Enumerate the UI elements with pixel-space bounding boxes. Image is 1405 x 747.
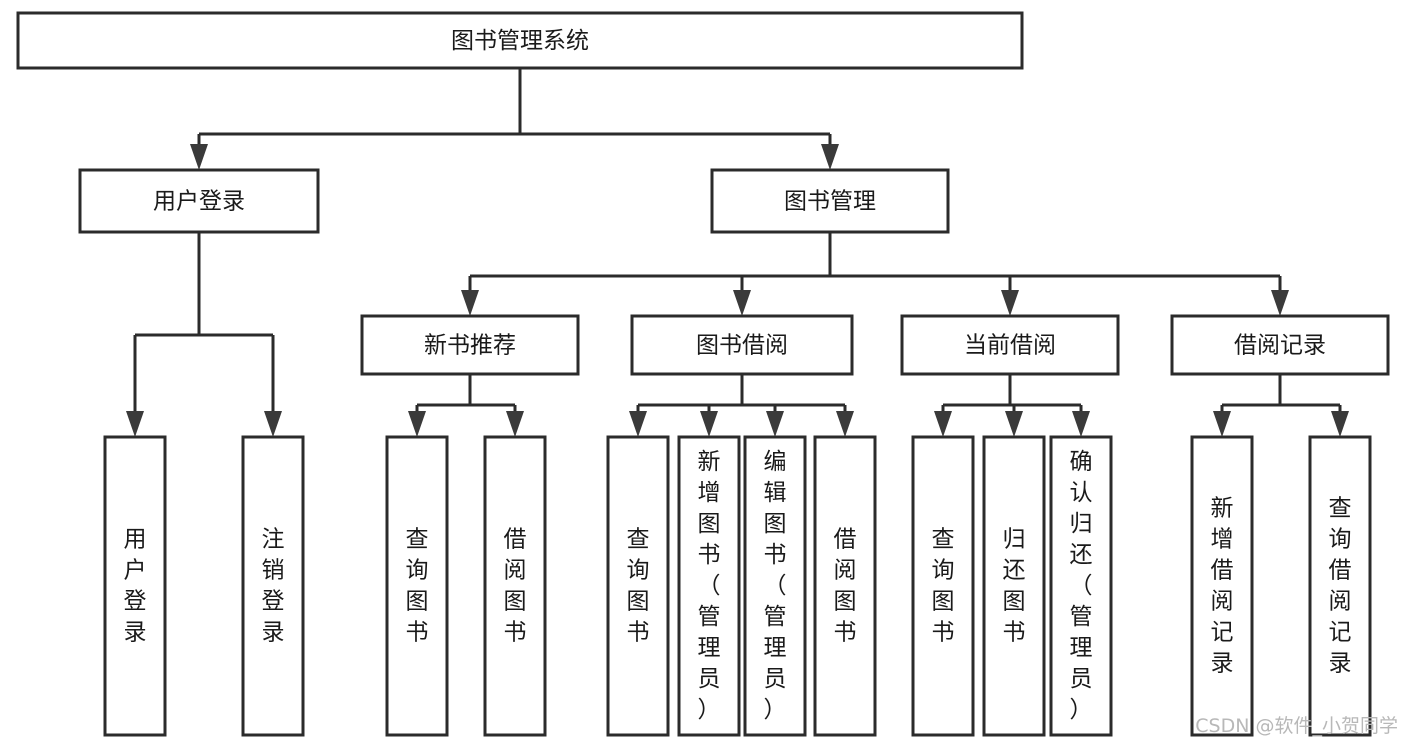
node-label: 查询图书 (627, 526, 650, 645)
node-label: 确认归还（管理员） (1070, 449, 1093, 723)
node-label: 查询图书 (406, 526, 429, 645)
arrow-head-icon (190, 144, 208, 170)
arrow-head-icon (700, 411, 718, 437)
arrow-head-icon (408, 411, 426, 437)
arrow-head-icon (1331, 411, 1349, 437)
node-label: 图书借阅 (696, 333, 788, 359)
node-label: 用户登录 (124, 526, 147, 645)
node-leaf-query-book-borrow[interactable]: 查询图书 (606, 435, 670, 737)
node-box[interactable] (743, 435, 807, 737)
connector-group-current-borrow (934, 374, 1090, 437)
node-leaf-edit-book-admin[interactable]: 编辑图书（管理员） (743, 435, 807, 737)
node-label: 图书管理 (784, 189, 876, 215)
node-label: 新增借阅记录 (1211, 495, 1234, 676)
node-label: 图书管理系统 (451, 28, 589, 54)
node-box[interactable] (710, 168, 950, 234)
node-box[interactable] (103, 435, 167, 737)
node-leaf-add-borrow-record[interactable]: 新增借阅记录 (1190, 435, 1254, 737)
arrow-head-icon (836, 411, 854, 437)
node-box[interactable] (385, 435, 449, 737)
node-label: 当前借阅 (964, 333, 1056, 359)
node-current-borrow[interactable]: 当前借阅 (900, 314, 1120, 376)
node-box[interactable] (813, 435, 877, 737)
node-root[interactable]: 图书管理系统 (16, 11, 1024, 70)
arrow-head-icon (1213, 411, 1231, 437)
node-label: 用户登录 (153, 189, 245, 215)
node-label: 新增图书（管理员） (698, 449, 721, 723)
arrow-head-icon (126, 411, 144, 437)
node-box[interactable] (1308, 435, 1372, 737)
arrow-head-icon (1271, 290, 1289, 316)
arrow-head-icon (1072, 411, 1090, 437)
node-label: 查询图书 (932, 526, 955, 645)
node-book-manage[interactable]: 图书管理 (710, 168, 950, 234)
node-leaf-confirm-return-admin[interactable]: 确认归还（管理员） (1049, 435, 1113, 737)
arrow-head-icon (766, 411, 784, 437)
node-leaf-borrow-book-recommend[interactable]: 借阅图书 (483, 435, 547, 737)
node-leaf-user-login[interactable]: 用户登录 (103, 435, 167, 737)
connector-group-user-login (126, 232, 282, 437)
node-leaf-query-book-recommend[interactable]: 查询图书 (385, 435, 449, 737)
arrow-head-icon (934, 411, 952, 437)
node-box[interactable] (630, 314, 854, 376)
node-label: 归还图书 (1003, 526, 1026, 645)
node-label: 查询借阅记录 (1329, 495, 1352, 676)
node-box[interactable] (1170, 314, 1390, 376)
arrow-head-icon (629, 411, 647, 437)
csdn-watermark: CSDN @软件_小贺同学 (1195, 715, 1398, 737)
node-label: 注销登录 (262, 526, 285, 645)
arrow-head-icon (264, 411, 282, 437)
arrow-head-icon (821, 144, 839, 170)
node-borrow-record[interactable]: 借阅记录 (1170, 314, 1390, 376)
node-label: 编辑图书（管理员） (764, 449, 787, 723)
node-box[interactable] (360, 314, 580, 376)
node-book-borrow[interactable]: 图书借阅 (630, 314, 854, 376)
node-box[interactable] (677, 435, 741, 737)
node-box[interactable] (483, 435, 547, 737)
node-box[interactable] (241, 435, 305, 737)
node-label: 借阅图书 (504, 526, 527, 645)
arrow-head-icon (733, 290, 751, 316)
node-leaf-add-book-admin[interactable]: 新增图书（管理员） (677, 435, 741, 737)
node-box[interactable] (16, 11, 1024, 70)
node-box[interactable] (78, 168, 320, 234)
node-user-login[interactable]: 用户登录 (78, 168, 320, 234)
connector-group-book-manage (461, 232, 1289, 316)
node-leaf-query-borrow-record[interactable]: 查询借阅记录 (1308, 435, 1372, 737)
arrow-head-icon (461, 290, 479, 316)
node-box[interactable] (900, 314, 1120, 376)
node-label: 借阅记录 (1234, 333, 1326, 359)
node-box[interactable] (1049, 435, 1113, 737)
node-leaf-query-book-current[interactable]: 查询图书 (911, 435, 975, 737)
node-leaf-return-book[interactable]: 归还图书 (982, 435, 1046, 737)
arrow-head-icon (1001, 290, 1019, 316)
nodes-layer: 图书管理系统用户登录图书管理新书推荐图书借阅当前借阅借阅记录用户登录注销登录查询… (16, 11, 1390, 737)
node-box[interactable] (606, 435, 670, 737)
connector-group-root (190, 68, 839, 170)
connector-group-borrow-record (1213, 374, 1349, 437)
node-label: 借阅图书 (834, 526, 857, 645)
node-box[interactable] (911, 435, 975, 737)
arrow-head-icon (506, 411, 524, 437)
node-leaf-logout-login[interactable]: 注销登录 (241, 435, 305, 737)
node-box[interactable] (1190, 435, 1254, 737)
node-label: 新书推荐 (424, 333, 516, 359)
connector-group-book-borrow (629, 374, 854, 437)
connectors-layer (126, 68, 1349, 437)
node-new-book-recommend[interactable]: 新书推荐 (360, 314, 580, 376)
arrow-head-icon (1005, 411, 1023, 437)
node-leaf-borrow-book[interactable]: 借阅图书 (813, 435, 877, 737)
node-box[interactable] (982, 435, 1046, 737)
connector-group-new-book-recommend (408, 374, 524, 437)
